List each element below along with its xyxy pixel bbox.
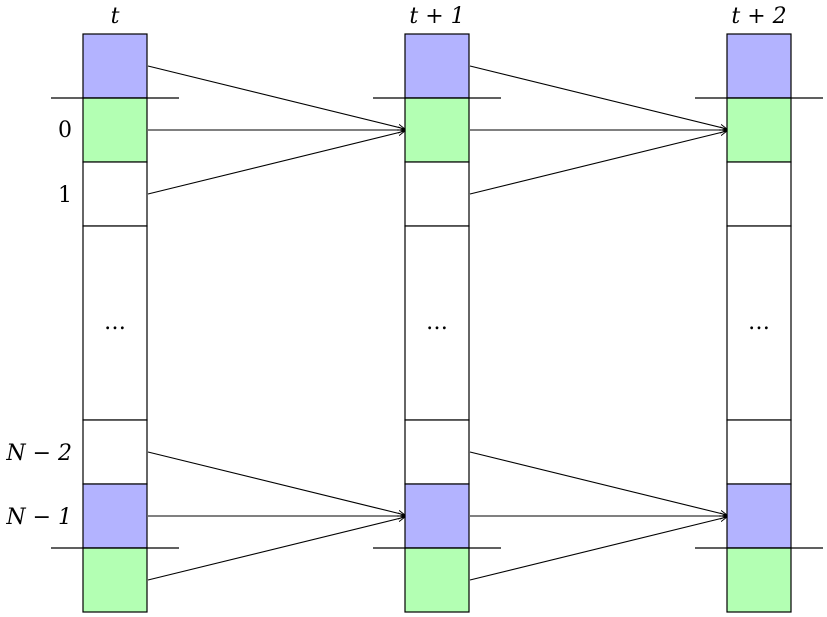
arrow-halo-top-to-core-0	[147, 65, 405, 129]
cell-core-row-0-col-0	[82, 97, 148, 163]
arrow-halo-bottom-to-n-minus-1	[147, 517, 405, 581]
column-label-t-plus-2: t + 2	[731, 4, 786, 29]
arrow-halo-top-to-core-0-step2	[469, 65, 727, 129]
cell-halo-top-col-2	[726, 33, 792, 99]
cell-interior-rows-col-0	[82, 225, 148, 421]
cell-row-1-col-2	[726, 161, 792, 227]
cell-interior-rows-col-1	[404, 225, 470, 421]
cell-core-row-n-minus-1-col-0	[82, 483, 148, 549]
arrow-cell-n-minus-2-to-n-minus-1-step2	[469, 451, 727, 515]
column-t-plus-1	[404, 33, 470, 613]
cell-row-n-minus-2-col-0	[82, 419, 148, 485]
column-label-t: t	[111, 4, 120, 29]
ellipsis-column-t: …	[104, 310, 126, 335]
cell-core-row-n-minus-1-col-2	[726, 483, 792, 549]
arrow-halo-bottom-to-n-minus-1-step2	[469, 517, 727, 581]
cell-halo-bottom-col-0	[82, 547, 148, 613]
cell-core-row-n-minus-1-col-1	[404, 483, 470, 549]
cell-row-n-minus-2-col-1	[404, 419, 470, 485]
cell-interior-rows-col-2	[726, 225, 792, 421]
row-label-n-minus-1: N − 1	[5, 505, 72, 530]
row-label-n-minus-2: N − 2	[5, 441, 72, 466]
cell-row-n-minus-2-col-2	[726, 419, 792, 485]
cell-core-row-0-col-2	[726, 97, 792, 163]
cell-core-row-0-col-1	[404, 97, 470, 163]
column-t-plus-2	[726, 33, 792, 613]
column-label-t-plus-1: t + 1	[409, 4, 464, 29]
row-label-0: 0	[58, 118, 72, 143]
arrow-cell-1-to-core-0-step2	[469, 131, 727, 195]
ellipsis-column-t-plus-2: …	[748, 310, 770, 335]
column-t	[82, 33, 148, 613]
ellipsis-column-t-plus-1: …	[426, 310, 448, 335]
row-label-1: 1	[58, 183, 72, 208]
cell-row-1-col-1	[404, 161, 470, 227]
arrow-cell-1-to-core-0	[147, 131, 405, 195]
cell-halo-top-col-1	[404, 33, 470, 99]
cell-halo-bottom-col-2	[726, 547, 792, 613]
cell-row-1-col-0	[82, 161, 148, 227]
cell-halo-top-col-0	[82, 33, 148, 99]
arrow-cell-n-minus-2-to-n-minus-1	[147, 451, 405, 515]
cell-halo-bottom-col-1	[404, 547, 470, 613]
